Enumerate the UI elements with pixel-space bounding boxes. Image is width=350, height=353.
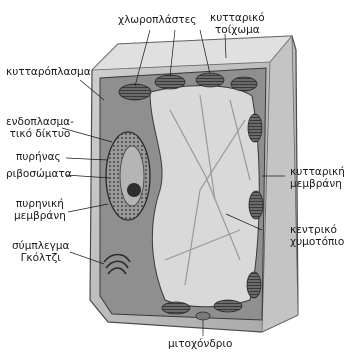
label-cell-wall: κυτταρικό τοίχωμα	[210, 12, 265, 36]
label-endoplasmic-reticulum: ενδοπλασμα- τικό δίκτυο	[6, 116, 74, 140]
mitochondrion	[196, 312, 210, 320]
central-vacuole	[150, 86, 259, 307]
label-golgi: σύμπλεγμα Γκόλτζι	[12, 240, 69, 264]
chloroplast	[196, 73, 224, 87]
chloroplast	[248, 114, 262, 142]
label-cytoplasm: κυτταρόπλασμα	[6, 66, 91, 78]
label-cell-membrane: κυτταρική μεμβράνη	[290, 166, 345, 190]
chloroplast	[249, 191, 263, 219]
label-nucleus: πυρήνας	[16, 151, 61, 163]
label-nuclear-membrane: πυρηνική μεμβράνη	[14, 198, 66, 222]
chloroplast	[231, 77, 257, 91]
label-chloroplasts: χλωροπλάστες	[118, 14, 196, 26]
chloroplast	[214, 300, 242, 312]
chloroplast	[119, 84, 151, 100]
chloroplast	[155, 75, 185, 89]
label-central-vacuole: κεντρικό χυμοτόπιο	[290, 224, 344, 248]
chloroplast	[162, 302, 190, 314]
chloroplast	[247, 272, 261, 298]
label-mitochondrion: μιτοχόνδριο	[168, 338, 232, 350]
nucleus-inner	[120, 146, 144, 206]
label-ribosomes: ριβοσώματα	[6, 168, 72, 180]
nucleolus	[127, 183, 141, 197]
